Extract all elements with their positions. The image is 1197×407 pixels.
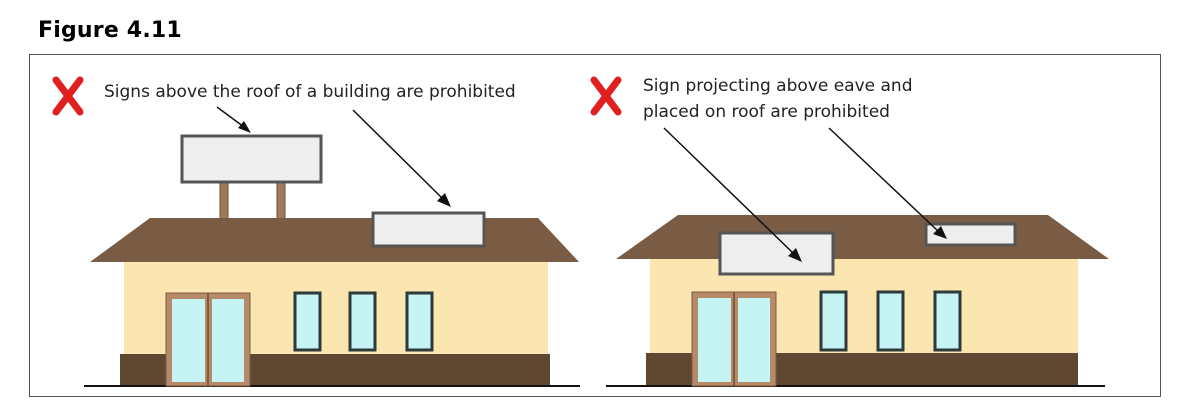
left-caption-line-1: Signs above the roof of a building are p…	[104, 82, 516, 102]
right-window-1	[819, 290, 848, 352]
elevated-roof-sign	[180, 134, 323, 184]
left-arrow-2	[352, 109, 451, 207]
left-window-1	[293, 291, 322, 352]
left-arrow-1	[216, 106, 251, 133]
figure-frame	[29, 54, 1161, 397]
left-caption: Signs above the roof of a building are p…	[104, 82, 516, 102]
red-x-icon	[590, 76, 622, 116]
right-caption-line-2: placed on roof are prohibited	[643, 102, 890, 122]
right-window-2	[876, 290, 905, 352]
sign-post-right	[276, 181, 286, 223]
left-door	[165, 292, 251, 387]
roof-placed-sign	[924, 222, 1017, 247]
right-door	[691, 291, 777, 387]
right-window-3	[933, 290, 962, 352]
sign-post-left	[219, 181, 229, 223]
roof-mounted-sign	[371, 211, 486, 248]
left-panel: Signs above the roof of a building are p…	[52, 76, 580, 387]
right-caption-line-1: Sign projecting above eave and	[643, 76, 913, 96]
right-caption: Sign projecting above eave and placed on…	[643, 76, 918, 122]
right-panel: Sign projecting above eave and placed on…	[590, 76, 1109, 387]
right-arrow-1	[663, 127, 802, 262]
right-roof	[616, 215, 1109, 259]
left-window-2	[348, 291, 377, 352]
red-x-icon	[52, 76, 84, 116]
right-arrow-2	[828, 127, 947, 239]
left-roof	[90, 218, 579, 262]
eave-projecting-sign	[718, 231, 835, 276]
left-window-3	[405, 291, 434, 352]
figure-title: Figure 4.11	[38, 18, 182, 43]
